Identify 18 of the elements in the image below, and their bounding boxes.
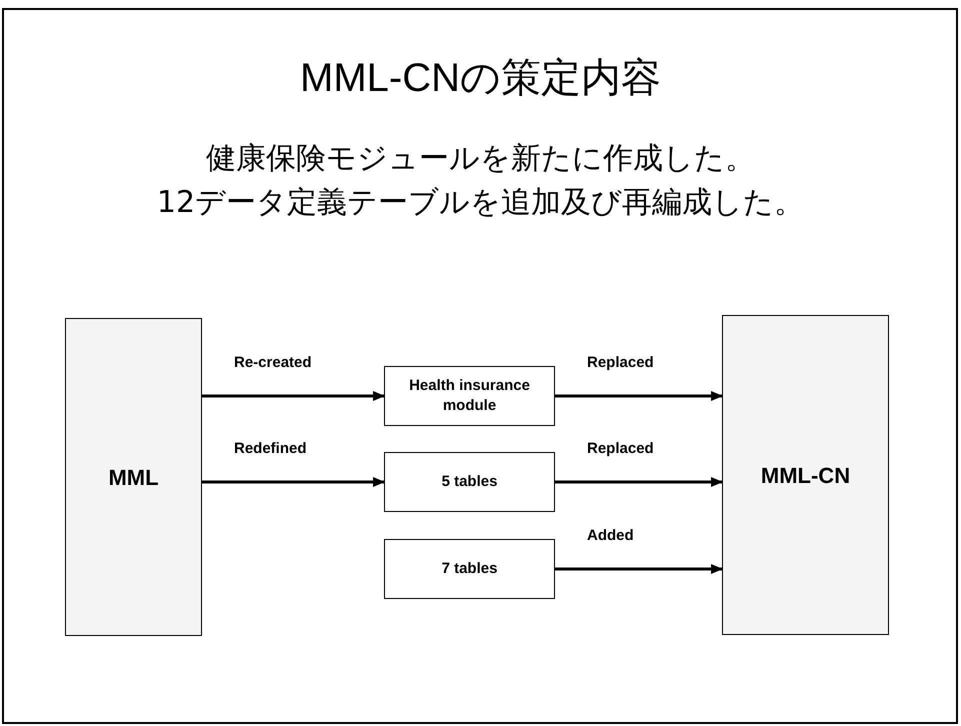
node-label: 7 tables xyxy=(440,559,498,579)
node-label: MML xyxy=(107,464,160,492)
node-label: MML-CN xyxy=(760,462,852,490)
arrow xyxy=(555,564,723,574)
arrow xyxy=(202,391,385,401)
arrow xyxy=(555,477,723,487)
module-box xyxy=(384,366,555,426)
system-box xyxy=(722,315,889,635)
node-label: 5 tables xyxy=(440,472,498,492)
module-box xyxy=(384,539,555,599)
node-label: Health insurance module xyxy=(408,376,531,416)
system-box xyxy=(65,318,202,636)
subtitle-text: 健康保険モジュールを新たに作成した。 xyxy=(206,140,755,178)
arrow xyxy=(555,391,723,401)
title: MML-CNの策定内容 xyxy=(299,55,662,102)
subtitle-text: 12データ定義テーブルを追加及び再編成した。 xyxy=(156,184,804,222)
module-box xyxy=(384,452,555,512)
arrow xyxy=(202,477,385,487)
